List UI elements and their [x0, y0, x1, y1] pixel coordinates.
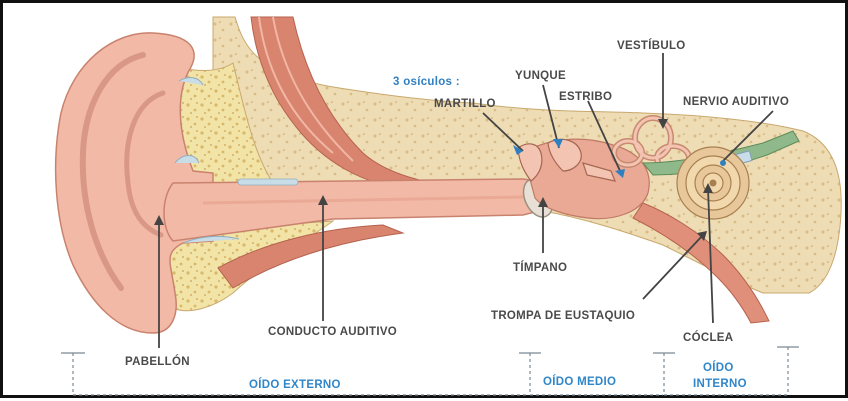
section-oido-medio: OÍDO MEDIO: [543, 375, 616, 388]
label-nervio-auditivo: NERVIO AUDITIVO: [683, 96, 789, 108]
label-trompa: TROMPA DE EUSTAQUIO: [491, 310, 635, 322]
cochlea: [677, 147, 749, 219]
ear-anatomy-diagram: 3 osículos : YUNQUE VESTÍBULO MARTILLO E…: [3, 3, 848, 401]
label-yunque: YUNQUE: [515, 70, 566, 82]
label-estribo: ESTRIBO: [559, 91, 612, 103]
label-conducto: CONDUCTO AUDITIVO: [268, 326, 397, 338]
label-timpano: TÍMPANO: [513, 261, 567, 274]
section-oido-interno-1: OÍDO: [703, 361, 734, 374]
label-ossicles: 3 osículos :: [393, 76, 460, 88]
label-pabellon: PABELLÓN: [125, 355, 190, 368]
label-vestibulo: VESTÍBULO: [617, 39, 686, 52]
label-coclea: CÓCLEA: [683, 331, 733, 344]
section-oido-externo: OÍDO EXTERNO: [249, 378, 341, 391]
section-oido-interno-2: INTERNO: [693, 378, 747, 390]
section-brackets: [61, 347, 799, 395]
label-martillo: MARTILLO: [434, 98, 496, 110]
